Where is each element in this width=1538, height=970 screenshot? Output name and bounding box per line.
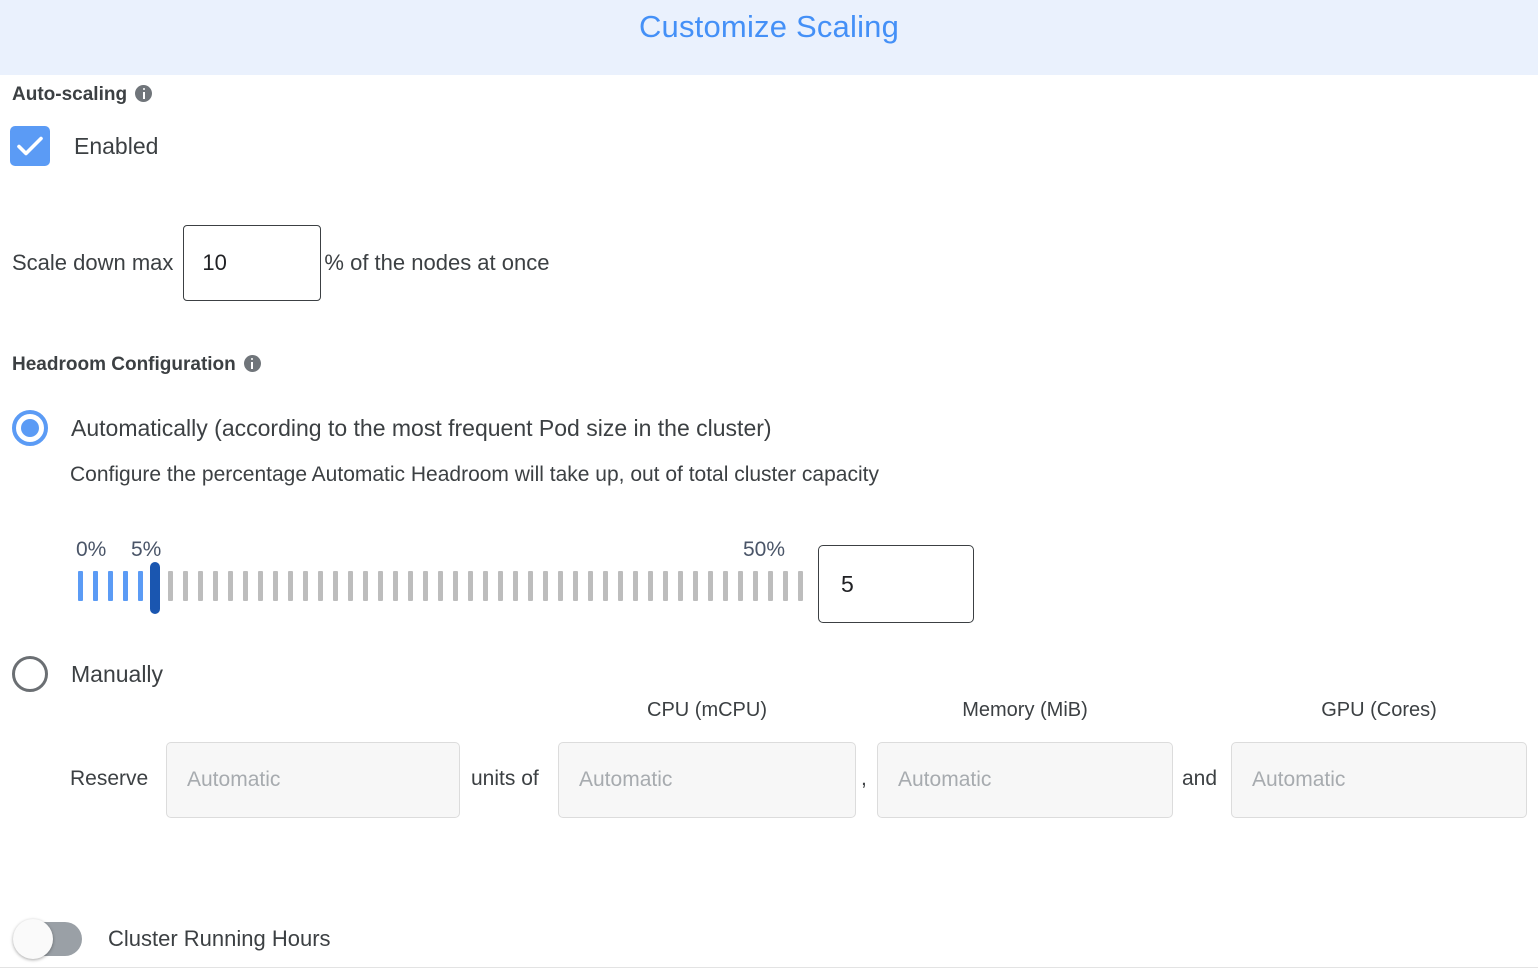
headroom-option-automatic-label: Automatically (according to the most fre… [71, 414, 772, 441]
slider-tick[interactable] [123, 571, 128, 601]
slider-tick[interactable] [378, 571, 383, 601]
slider-tick[interactable] [558, 571, 563, 601]
slider-tick[interactable] [513, 571, 518, 601]
info-icon[interactable] [243, 355, 261, 373]
slider-tick[interactable] [198, 571, 203, 601]
slider-tick[interactable] [648, 571, 653, 601]
slider-tick[interactable] [318, 571, 323, 601]
auto-scaling-enabled-checkbox[interactable] [10, 126, 50, 166]
scale-down-max-row: Scale down max % of the nodes at once [12, 225, 549, 301]
reserve-cpu-input[interactable] [558, 742, 856, 818]
slider-tick[interactable] [423, 571, 428, 601]
slider-tick[interactable] [708, 571, 713, 601]
slider-tick[interactable] [78, 571, 83, 601]
slider-tick[interactable] [603, 571, 608, 601]
slider-tick[interactable] [408, 571, 413, 601]
slider-tick[interactable] [183, 571, 188, 601]
comma-separator: , [861, 767, 867, 790]
dialog-header-band [0, 0, 1538, 75]
auto-scaling-enabled-row[interactable]: Enabled [10, 126, 158, 166]
slider-tick[interactable] [468, 571, 473, 601]
headroom-option-manual-label: Manually [71, 660, 164, 687]
scale-down-max-label: Scale down max [12, 250, 174, 275]
slider-tick[interactable] [348, 571, 353, 601]
bottom-divider [0, 967, 1538, 968]
cluster-running-hours-label: Cluster Running Hours [108, 926, 331, 951]
slider-max-label: 50% [743, 538, 786, 561]
headroom-percentage-slider[interactable]: 0% 5% 50% [0, 530, 1000, 630]
info-icon[interactable] [135, 85, 153, 103]
slider-tick[interactable] [588, 571, 593, 601]
page-title: Customize Scaling [638, 9, 900, 44]
slider-tick[interactable] [108, 571, 113, 601]
auto-scaling-enabled-label: Enabled [74, 132, 159, 159]
slider-tick[interactable] [93, 571, 98, 601]
toggle-knob [13, 919, 53, 959]
slider-tick[interactable] [783, 571, 788, 601]
slider-tick[interactable] [333, 571, 338, 601]
slider-tick[interactable] [168, 571, 173, 601]
slider-tick[interactable] [738, 571, 743, 601]
scale-down-max-suffix: % of the nodes at once [324, 250, 550, 275]
units-of-label: units of [471, 767, 539, 790]
slider-tick[interactable] [768, 571, 773, 601]
headroom-radio-automatic[interactable] [12, 410, 48, 446]
headroom-percentage-input[interactable] [818, 545, 974, 623]
reserve-units-input[interactable] [166, 742, 460, 818]
slider-tick[interactable] [438, 571, 443, 601]
slider-thumb[interactable] [150, 562, 160, 614]
slider-tick[interactable] [618, 571, 623, 601]
slider-tick[interactable] [213, 571, 218, 601]
slider-tick[interactable] [633, 571, 638, 601]
slider-tick[interactable] [498, 571, 503, 601]
slider-tick[interactable] [228, 571, 233, 601]
scale-down-max-input[interactable] [183, 225, 322, 301]
slider-tick[interactable] [273, 571, 278, 601]
auto-scaling-section-label: Auto-scaling [12, 84, 153, 106]
slider-tick[interactable] [693, 571, 698, 601]
slider-tick[interactable] [303, 571, 308, 601]
slider-tick[interactable] [138, 571, 143, 601]
headroom-radio-manual[interactable] [12, 656, 48, 692]
slider-tick[interactable] [798, 571, 803, 601]
reserve-memory-input[interactable] [877, 742, 1173, 818]
slider-current-label: 5% [131, 538, 162, 561]
slider-tick[interactable] [258, 571, 263, 601]
and-separator: and [1182, 767, 1218, 790]
slider-tick[interactable] [288, 571, 293, 601]
column-header-cpu: CPU (mCPU) [647, 699, 767, 721]
slider-tick[interactable] [753, 571, 758, 601]
slider-tick[interactable] [678, 571, 683, 601]
slider-tick[interactable] [393, 571, 398, 601]
slider-tick[interactable] [363, 571, 368, 601]
auto-scaling-label-text: Auto-scaling [12, 84, 128, 105]
column-header-memory: Memory (MiB) [962, 699, 1088, 721]
slider-track[interactable] [78, 562, 803, 614]
slider-tick[interactable] [573, 571, 578, 601]
slider-tick[interactable] [543, 571, 548, 601]
slider-tick[interactable] [528, 571, 533, 601]
slider-tick[interactable] [243, 571, 248, 601]
slider-tick[interactable] [663, 571, 668, 601]
reserve-gpu-input[interactable] [1231, 742, 1527, 818]
slider-tick[interactable] [483, 571, 488, 601]
slider-tick[interactable] [723, 571, 728, 601]
headroom-option-automatic-row[interactable]: Automatically (according to the most fre… [12, 410, 772, 446]
headroom-option-manual-row[interactable]: Manually [12, 656, 163, 692]
cluster-running-hours-toggle[interactable] [13, 919, 82, 959]
headroom-automatic-description: Configure the percentage Automatic Headr… [70, 463, 879, 486]
slider-min-label: 0% [76, 538, 107, 561]
slider-tick[interactable] [453, 571, 458, 601]
slider-labels: 0% 5% 50% [0, 530, 1000, 561]
headroom-label-text: Headroom Configuration [12, 354, 236, 375]
cluster-running-hours-row[interactable]: Cluster Running Hours [13, 919, 331, 959]
column-header-gpu: GPU (Cores) [1321, 699, 1437, 721]
reserve-label: Reserve [70, 767, 149, 790]
headroom-configuration-section-label: Headroom Configuration [12, 354, 261, 376]
